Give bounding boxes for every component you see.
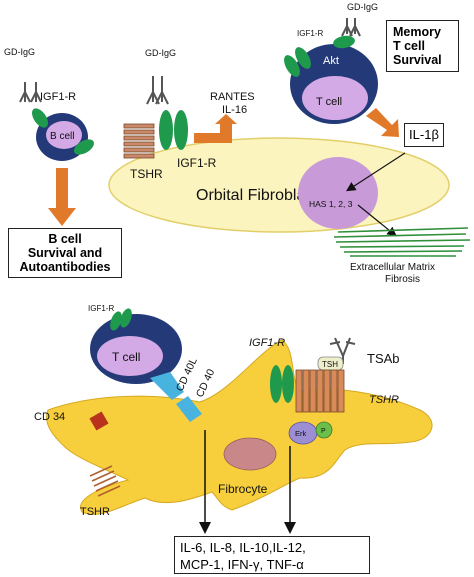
cytokines-line2: MCP-1, IFN-γ, TNF-α: [180, 557, 304, 572]
fibrocyte-nucleus: [223, 437, 277, 471]
gd-igg-antibody-bcell: [19, 82, 42, 103]
fibroblast-nucleus: [298, 157, 378, 229]
tcell-label-top: T cell: [316, 96, 342, 108]
tcell-nucleus-lower: [97, 336, 163, 376]
il1b-to-nucleus-arrow: [345, 152, 406, 192]
fibrocyte-label: Fibrocyte: [218, 482, 268, 496]
cd34-marker: [89, 411, 109, 431]
gd-igg-antibody-tcell: [341, 18, 361, 37]
igf1r-receptor-lower-tcell: [110, 308, 132, 331]
fibrocyte-body: [46, 339, 433, 515]
tcell-nucleus-top: [302, 76, 368, 120]
tshr-receptor-center: [123, 123, 155, 159]
il1b-box: IL-1β: [404, 123, 444, 147]
tshr-label-lower: TSHR: [80, 506, 110, 518]
bcell-label: B cell: [50, 131, 74, 142]
akt-label: Akt: [323, 55, 339, 67]
ecm-label-line2: Fibrosis: [385, 274, 420, 285]
igf1r-receptor-fibrocyte: [270, 365, 294, 403]
gd-igg-label-bcell: GD-IgG: [4, 47, 35, 57]
tcell-outcome-line1: Memory: [393, 25, 441, 39]
igf1r-label-fibrocyte: IGF1-R: [249, 337, 285, 349]
gd-igg-label-center: GD-IgG: [145, 48, 176, 58]
bcell-outcome-line1: B cell: [48, 232, 82, 246]
tshr-receptor-fibrocyte: [295, 369, 345, 413]
cd40l-cd40-link: [150, 372, 202, 422]
bcell-down-arrow: [48, 168, 76, 226]
tsab-label: TSAb: [367, 351, 400, 366]
rantes-il16-arrow: [194, 114, 237, 143]
tshr-receptor-lower: [89, 465, 121, 497]
p-label: P: [321, 428, 326, 435]
cd34-label: CD 34: [34, 411, 65, 423]
bcell-outcome-box: B cell Survival and Autoantibodies: [8, 228, 122, 278]
igf1r-label-center: IGF1-R: [177, 156, 217, 170]
rantes-label: RANTES: [210, 91, 255, 103]
ecm-label-line1: Extracellular Matrix: [350, 262, 435, 273]
tcell-outcome-line3: Survival: [393, 53, 442, 67]
orbital-fibroblast-label: Orbital Fibroblast: [196, 187, 318, 204]
cytokines-box: IL-6, IL-8, IL-10,IL-12, MCP-1, IFN-γ, T…: [174, 536, 370, 574]
tshr-label-fibrocyte: TSHR: [369, 394, 399, 406]
igf1r-label-bcell: IGF1-R: [40, 91, 76, 103]
tsh-label: TSH: [322, 360, 338, 369]
bcell-outcome-line3: Autoantibodies: [19, 260, 111, 274]
cytokines-line1: IL-6, IL-8, IL-10,IL-12,: [180, 540, 306, 555]
il16-label: IL-16: [222, 104, 247, 116]
tshr-label-top: TSHR: [130, 167, 163, 181]
has-label: HAS 1, 2, 3: [309, 199, 353, 209]
bcell-nucleus: [46, 121, 82, 149]
extracellular-matrix-fibers: [333, 227, 471, 257]
tcell-label-lower: T cell: [112, 350, 140, 364]
tcell-outcome-line2: T cell: [393, 39, 425, 53]
igf1r-label-tcell: IGF1-R: [297, 29, 323, 38]
tsh-bubble: [317, 356, 344, 371]
igf1r-receptor-bcell: [32, 108, 94, 155]
tcell-il1b-arrow: [366, 108, 399, 137]
il1b-box-label: IL-1β: [409, 127, 439, 142]
tcell-outcome-box: Memory T cell Survival: [386, 20, 459, 72]
igf1r-label-lower-tcell: IGF1-R: [88, 304, 114, 313]
erk-label: Erk: [295, 429, 307, 438]
cd40-label: CD 40: [194, 367, 218, 399]
gd-igg-label-tcell: GD-IgG: [347, 2, 378, 12]
orbital-fibroblast-body: [108, 137, 450, 233]
p-node: [315, 421, 333, 439]
gd-igg-antibody-center: [146, 76, 169, 105]
bcell-outcome-line2: Survival and: [27, 246, 103, 260]
igf1r-receptor-center: [159, 110, 188, 150]
igf1r-receptor-tcell: [284, 35, 355, 77]
